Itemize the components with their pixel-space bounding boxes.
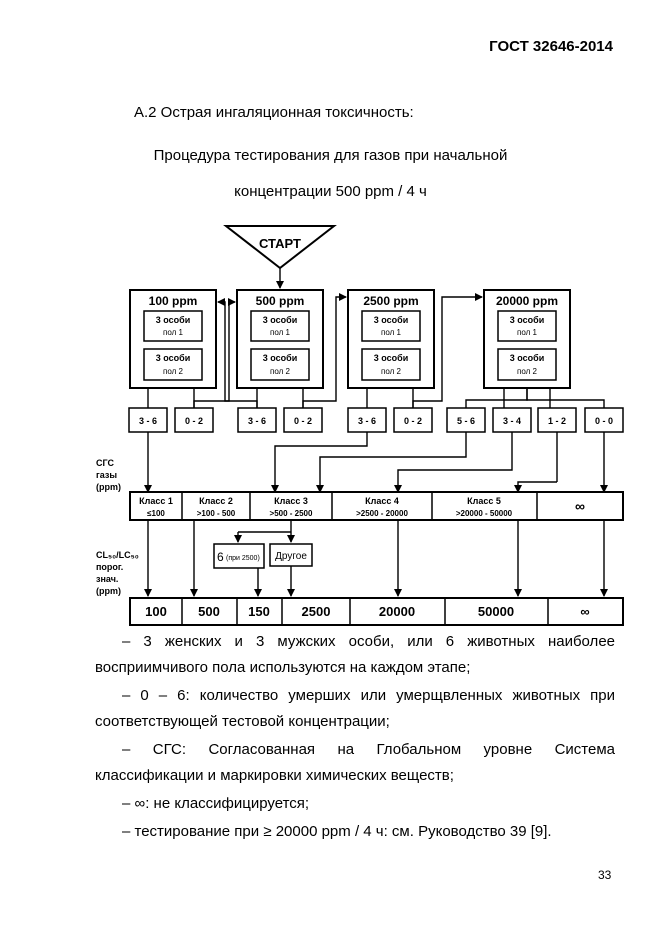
group-count: 3 особи: [156, 353, 190, 363]
note-line: – 0 – 6: количество умерших или умерщвле…: [122, 687, 615, 704]
section-title: A.2 Острая ингаляционная токсичность:: [134, 104, 414, 121]
document-number: ГОСТ 32646-2014: [489, 38, 613, 55]
class-range: >500 - 2500: [270, 509, 313, 518]
stage-500: 500 ppm 3 особи пол 1 3 особи пол 2: [236, 289, 324, 389]
cutoff-value: 2500: [302, 604, 331, 619]
ghs-class-row: Класс 1 ≤100 Класс 2 >100 - 500 Класс 3 …: [129, 491, 624, 521]
procedure-title-line2: концентрации 500 ppm / 4 ч: [234, 183, 427, 200]
note-box-other: Другое: [269, 543, 313, 567]
start-node: СТАРТ: [223, 225, 337, 270]
cutoff-value: 500: [198, 604, 220, 619]
outcome-label: 3 - 4: [503, 416, 521, 426]
svg-text:Другое: Другое: [275, 551, 307, 562]
outcome-label: 1 - 2: [548, 416, 566, 426]
outcome-label: 3 - 6: [139, 416, 157, 426]
svg-text:(при 2500): (при 2500): [226, 555, 260, 562]
class-name: Класс 1: [139, 496, 173, 506]
svg-text:знач.: знач.: [96, 574, 118, 584]
outcome-label: 0 - 2: [294, 416, 312, 426]
stage-conc: 100 ppm: [149, 294, 198, 308]
cutoff-value: 100: [145, 604, 167, 619]
group-count: 3 особи: [263, 315, 297, 325]
outcome-label: 3 - 6: [248, 416, 266, 426]
group-count: 3 особи: [510, 315, 544, 325]
group-count: 3 особи: [510, 353, 544, 363]
page-number: 33: [598, 868, 612, 882]
svg-text:CL₅₀/LC₅₀: CL₅₀/LC₅₀: [96, 550, 139, 560]
outcome-label: 0 - 0: [595, 416, 613, 426]
group-sex: пол 1: [270, 328, 290, 337]
outcome-label: 0 - 2: [404, 416, 422, 426]
class-range: >20000 - 50000: [456, 509, 513, 518]
svg-text:6: 6: [217, 550, 224, 564]
testing-flowchart: СТАРТ 100 ppm 3 особи пол 1 3 особи пол …: [96, 225, 624, 626]
cl50-row-label: CL₅₀/LC₅₀ порог. знач. (ppm): [96, 550, 139, 596]
group-count: 3 особи: [156, 315, 190, 325]
group-sex: пол 2: [517, 367, 537, 376]
start-label: СТАРТ: [259, 236, 301, 251]
group-count: 3 особи: [374, 315, 408, 325]
note-line: восприимчивого пола используются на кажд…: [95, 659, 471, 676]
group-sex: пол 2: [163, 367, 183, 376]
svg-text:(ppm): (ppm): [96, 482, 121, 492]
procedure-title-line1: Процедура тестирования для газов при нач…: [153, 147, 508, 164]
note-line: – ∞: не классифицируется;: [122, 795, 310, 812]
svg-text:порог.: порог.: [96, 562, 123, 572]
stage-conc: 2500 ppm: [363, 294, 418, 308]
group-sex: пол 1: [381, 328, 401, 337]
group-count: 3 особи: [374, 353, 408, 363]
class-range: ≤100: [147, 509, 165, 518]
cutoff-value: 150: [248, 604, 270, 619]
ghs-row-label: СГС газы (ppm): [96, 458, 121, 492]
stage-2500: 2500 ppm 3 особи пол 1 3 особи пол 2: [347, 289, 435, 389]
note-box-6-at-2500: 6 (при 2500): [213, 543, 265, 569]
group-count: 3 особи: [263, 353, 297, 363]
cutoff-value: 20000: [379, 604, 415, 619]
group-sex: пол 1: [517, 328, 537, 337]
outcome-label: 3 - 6: [358, 416, 376, 426]
group-sex: пол 2: [270, 367, 290, 376]
cutoff-value: ∞: [580, 604, 589, 619]
stage-20000: 20000 ppm 3 особи пол 1 3 особи пол 2: [483, 289, 571, 389]
class-name: Класс 3: [274, 496, 308, 506]
class-name: Класс 5: [467, 496, 501, 506]
stage-conc: 20000 ppm: [496, 294, 558, 308]
note-line: – тестирование при ≥ 20000 ppm / 4 ч: см…: [122, 823, 552, 840]
group-sex: пол 2: [381, 367, 401, 376]
outcome-boxes: 3 - 6 0 - 2 3 - 6 0 - 2 3 - 6 0 - 2 5 - …: [128, 407, 624, 433]
note-line: классификации и маркировки химических ве…: [95, 767, 454, 784]
class-not-classified: ∞: [575, 498, 585, 514]
class-range: >2500 - 20000: [356, 509, 408, 518]
cutoff-value: 50000: [478, 604, 514, 619]
group-sex: пол 1: [163, 328, 183, 337]
outcome-label: 0 - 2: [185, 416, 203, 426]
svg-text:(ppm): (ppm): [96, 586, 121, 596]
stage-conc: 500 ppm: [256, 294, 305, 308]
cutoff-row: 100 500 150 2500 20000 50000 ∞: [129, 597, 624, 626]
stage-100: 100 ppm 3 особи пол 1 3 особи пол 2: [129, 289, 217, 389]
note-line: – 3 женских и 3 мужских особи, или 6 жив…: [122, 633, 615, 650]
class-name: Класс 4: [365, 496, 399, 506]
svg-text:СГС: СГС: [96, 458, 114, 468]
note-line: соответствующей тестовой концентрации;: [95, 713, 390, 730]
class-range: >100 - 500: [197, 509, 236, 518]
note-line: – СГС: Согласованная на Глобальном уровн…: [122, 741, 615, 758]
class-name: Класс 2: [199, 496, 233, 506]
svg-text:газы: газы: [96, 470, 117, 480]
outcome-label: 5 - 6: [457, 416, 475, 426]
